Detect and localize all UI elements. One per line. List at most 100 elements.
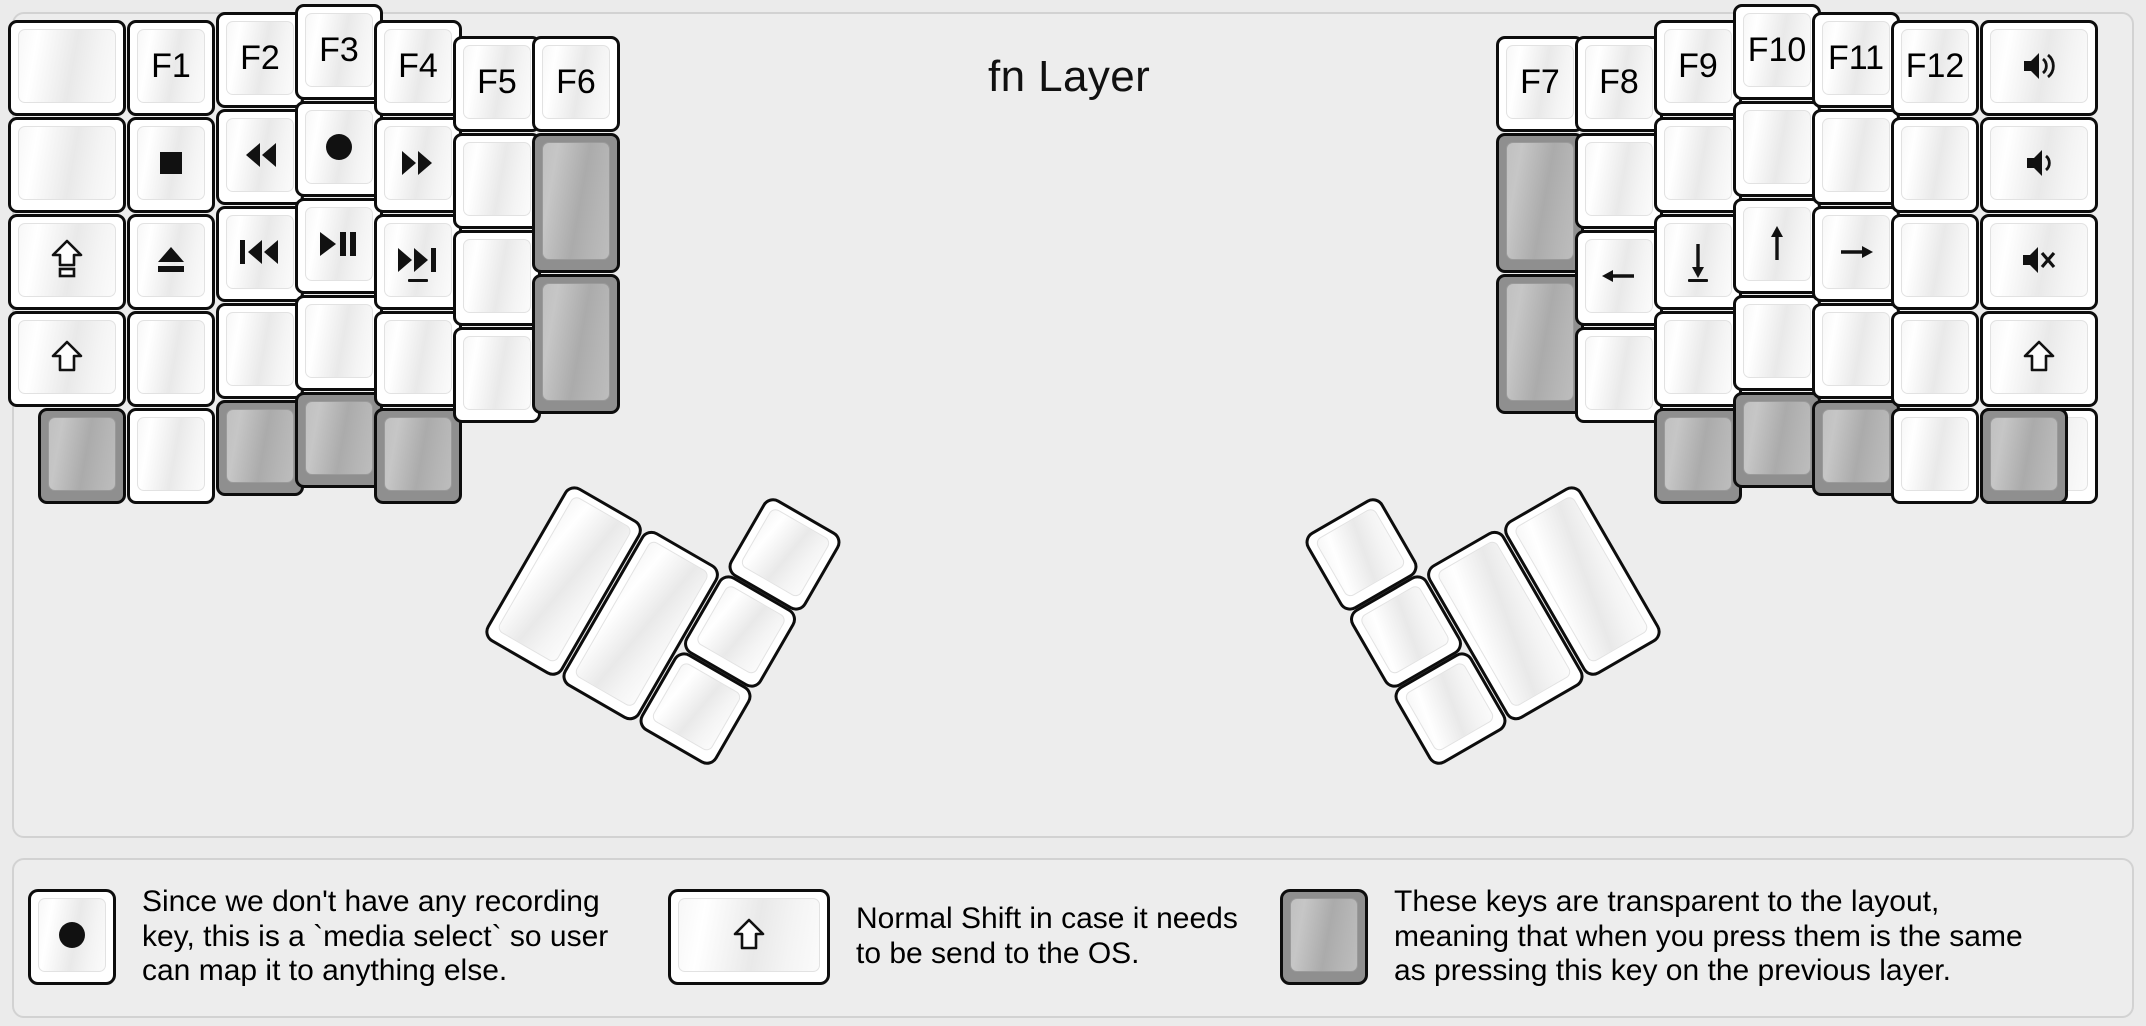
key-f4[interactable]: F4 bbox=[374, 20, 462, 116]
keycap-surface bbox=[542, 283, 610, 401]
key-blank[interactable] bbox=[1575, 133, 1663, 229]
key-rewind[interactable] bbox=[216, 109, 304, 205]
keycap-surface bbox=[305, 110, 373, 184]
key-transparent[interactable] bbox=[532, 133, 620, 273]
key-f8[interactable]: F8 bbox=[1575, 36, 1663, 132]
keycap-surface bbox=[1743, 401, 1811, 475]
key-transparent[interactable] bbox=[532, 274, 620, 414]
key-record[interactable] bbox=[295, 101, 383, 197]
next-track-icon bbox=[396, 246, 440, 274]
key-f7[interactable]: F7 bbox=[1496, 36, 1584, 132]
key-f3[interactable]: F3 bbox=[295, 4, 383, 100]
key-f1[interactable]: F1 bbox=[127, 20, 215, 116]
key-blank[interactable] bbox=[374, 311, 462, 407]
key-blank[interactable] bbox=[1891, 311, 1979, 407]
keycap-surface bbox=[137, 320, 205, 394]
keycap-surface bbox=[463, 142, 531, 216]
key-f12[interactable]: F12 bbox=[1891, 20, 1979, 116]
arrow-down-icon bbox=[1683, 240, 1713, 280]
keycap-surface bbox=[18, 29, 116, 103]
keycap-surface bbox=[305, 207, 373, 281]
keycap-surface bbox=[384, 417, 452, 491]
key-blank[interactable] bbox=[8, 20, 126, 116]
key-transparent[interactable] bbox=[216, 400, 304, 496]
key-f5[interactable]: F5 bbox=[453, 36, 541, 132]
key-play-pause[interactable] bbox=[295, 198, 383, 294]
key-blank[interactable] bbox=[1891, 117, 1979, 213]
key-prev-track[interactable] bbox=[216, 206, 304, 302]
key-caps-lock[interactable] bbox=[8, 214, 126, 310]
keycap-surface bbox=[1990, 320, 2088, 394]
key-blank[interactable] bbox=[453, 133, 541, 229]
key-label: F5 bbox=[477, 63, 517, 101]
prev-track-icon bbox=[238, 238, 282, 266]
key-f2[interactable]: F2 bbox=[216, 12, 304, 108]
key-blank[interactable] bbox=[1733, 101, 1821, 197]
key-blank[interactable] bbox=[1812, 109, 1900, 205]
key-shift[interactable] bbox=[8, 311, 126, 407]
key-transparent[interactable] bbox=[1980, 408, 2068, 504]
key-transparent[interactable] bbox=[374, 408, 462, 504]
keycap-surface bbox=[1901, 320, 1969, 394]
key-blank[interactable] bbox=[1891, 408, 1979, 504]
key-transparent[interactable] bbox=[295, 392, 383, 488]
key-volume-up[interactable] bbox=[1980, 20, 2098, 116]
key-volume-down[interactable] bbox=[1980, 117, 2098, 213]
key-blank[interactable] bbox=[216, 303, 304, 399]
key-fast-forward[interactable] bbox=[374, 117, 462, 213]
keycap-surface bbox=[384, 320, 452, 394]
key-arrow-right[interactable] bbox=[1812, 206, 1900, 302]
keycap-surface bbox=[1290, 898, 1358, 972]
key-f6[interactable]: F6 bbox=[532, 36, 620, 132]
key-transparent[interactable] bbox=[1733, 392, 1821, 488]
key-stop[interactable] bbox=[127, 117, 215, 213]
key-label: F7 bbox=[1520, 63, 1560, 101]
key-blank[interactable] bbox=[127, 311, 215, 407]
key-blank[interactable] bbox=[1812, 303, 1900, 399]
keycap-surface bbox=[384, 223, 452, 297]
key-f11[interactable]: F11 bbox=[1812, 12, 1900, 108]
key-blank[interactable] bbox=[1575, 327, 1663, 423]
keycap-surface bbox=[1822, 215, 1890, 289]
keycap-surface bbox=[1822, 118, 1890, 192]
key-blank[interactable] bbox=[1654, 117, 1742, 213]
legend-caption-2: Normal Shift in case it needs to be send… bbox=[856, 902, 1238, 970]
key-label: F3 bbox=[319, 31, 359, 69]
key-label: F8 bbox=[1599, 63, 1639, 101]
key-transparent[interactable] bbox=[1654, 408, 1742, 504]
key-blank[interactable] bbox=[127, 408, 215, 504]
rewind-icon bbox=[240, 141, 280, 169]
key-label: F12 bbox=[1905, 47, 1965, 85]
key-blank[interactable] bbox=[8, 117, 126, 213]
legend-key-sample-1 bbox=[28, 889, 116, 985]
key-f10[interactable]: F10 bbox=[1733, 4, 1821, 100]
key-f9[interactable]: F9 bbox=[1654, 20, 1742, 116]
eject-icon bbox=[156, 245, 186, 275]
keycap-surface: F8 bbox=[1585, 45, 1653, 119]
keycap-surface bbox=[1743, 207, 1811, 281]
key-blank[interactable] bbox=[1733, 295, 1821, 391]
key-arrow-left[interactable] bbox=[1575, 230, 1663, 326]
keycap-surface bbox=[463, 239, 531, 313]
key-transparent[interactable] bbox=[38, 408, 126, 504]
caps-lock-icon bbox=[50, 239, 84, 281]
keycap-surface bbox=[1990, 29, 2088, 103]
key-volume-mute[interactable] bbox=[1980, 214, 2098, 310]
key-transparent[interactable] bbox=[1812, 400, 1900, 496]
key-arrow-down[interactable] bbox=[1654, 214, 1742, 310]
key-shift[interactable] bbox=[1980, 311, 2098, 407]
key-next-track[interactable] bbox=[374, 214, 462, 310]
key-blank[interactable] bbox=[1654, 311, 1742, 407]
key-transparent[interactable] bbox=[1496, 274, 1584, 414]
keycap-surface bbox=[305, 304, 373, 378]
key-blank[interactable] bbox=[453, 327, 541, 423]
key-blank[interactable] bbox=[1891, 214, 1979, 310]
key-blank[interactable] bbox=[453, 230, 541, 326]
key-arrow-up[interactable] bbox=[1733, 198, 1821, 294]
keycap-surface bbox=[1664, 417, 1732, 491]
key-transparent[interactable] bbox=[1496, 133, 1584, 273]
key-blank[interactable] bbox=[295, 295, 383, 391]
key-eject[interactable] bbox=[127, 214, 215, 310]
keycap-surface bbox=[1664, 223, 1732, 297]
